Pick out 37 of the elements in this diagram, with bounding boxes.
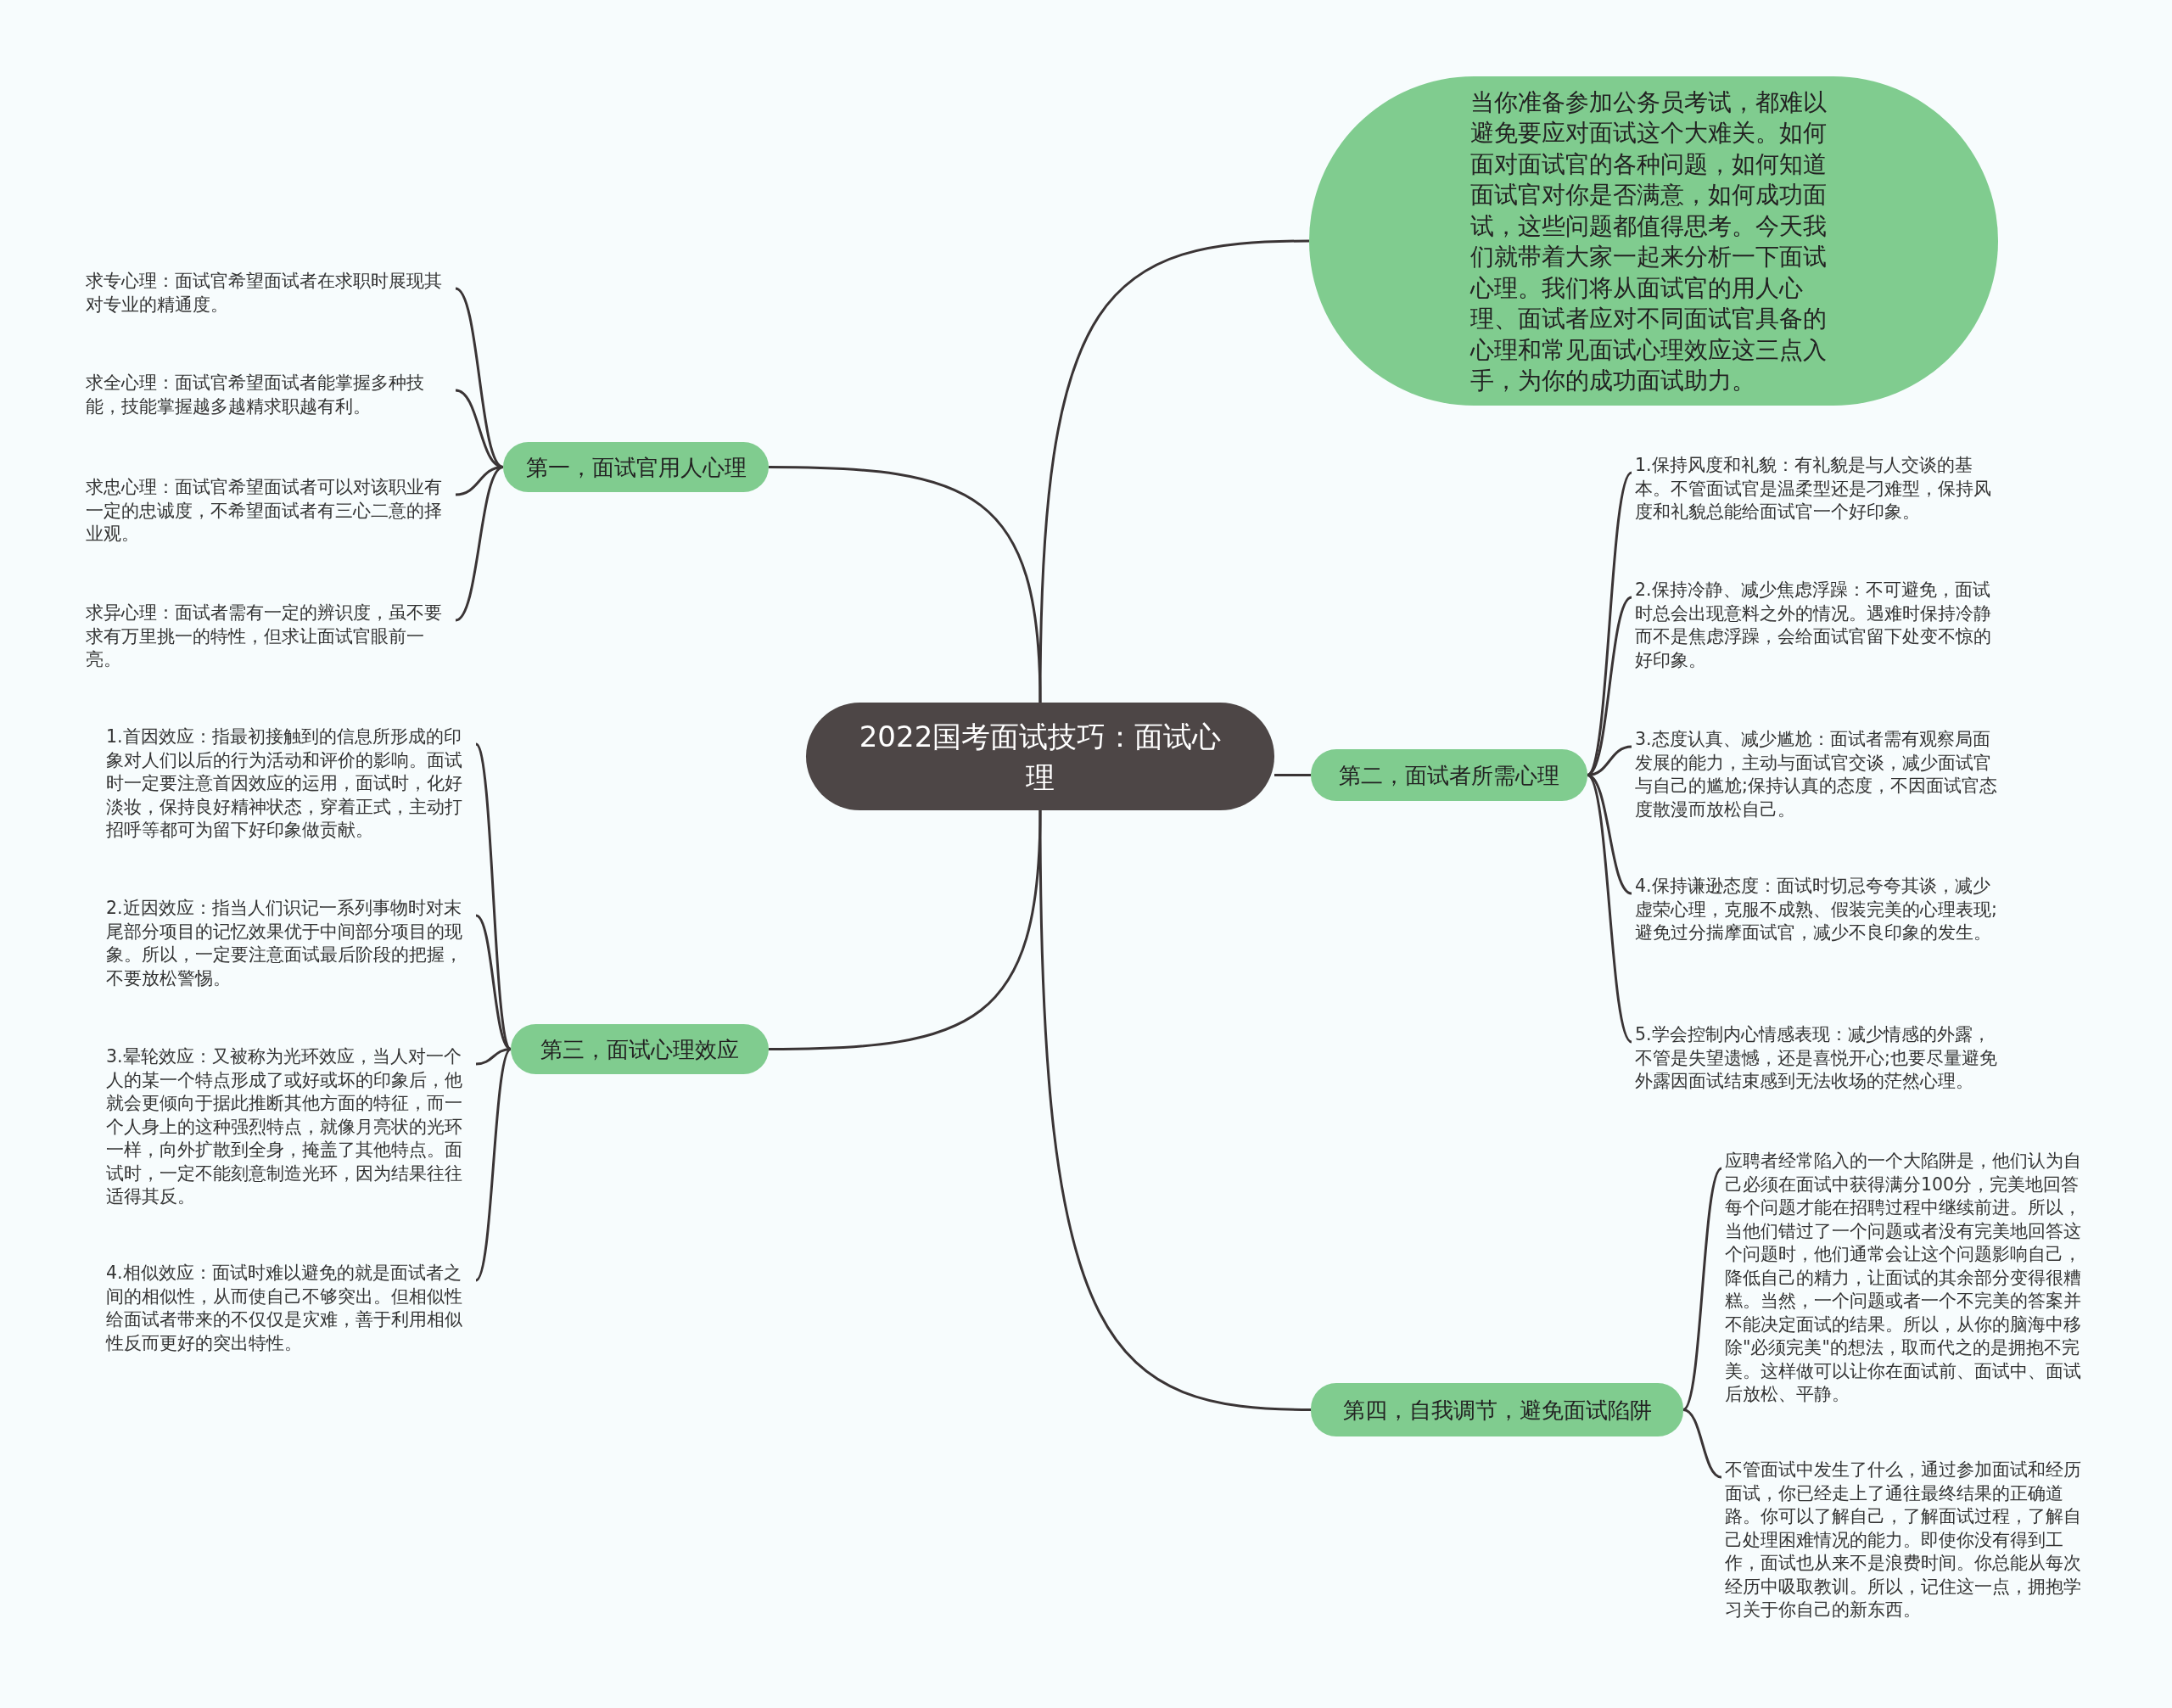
connector-line	[474, 1048, 512, 1281]
connector-line	[1587, 774, 1632, 895]
note-text: 1.保持风度和礼貌：有礼貌是与人交谈的基本。不管面试官是温柔型还是刁难型，保持风度和礼貌总能给面试官一个好印象。	[1635, 454, 2001, 524]
connector-line	[1038, 810, 1312, 1411]
connector-line	[769, 466, 1042, 703]
connector-line	[474, 743, 512, 1050]
connector-line	[1586, 774, 1633, 1044]
connector-line	[475, 914, 512, 1050]
connector-line	[1682, 1408, 1722, 1479]
note-text: 求忠心理：面试官希望面试者可以对该职业有一定的忠诚度，不希望面试者有三心二意的择业观。	[86, 476, 452, 546]
note-text: 1.首因效应：指最初接触到的信息所形成的印象对人们以后的行为活动和评价的影响。面试时一定要注意首因效应的运用，面试时，化好淡妆，保持良好精神状态，穿着正式，主动打招呼等都可为留下好印象做贡献。	[106, 725, 473, 843]
connector-line	[769, 809, 1042, 1050]
connector-line	[455, 389, 504, 468]
note-text: 不管面试中发生了什么，通过参加面试和经历面试，你已经走上了通往最终结果的正确道路。你可以了解自己，了解面试过程，了解自己处理困难情况的能力。即使你没有得到工作，面试也从来不是浪费时间。你总能从每次经历中吸取教训。所以，记住这一点，拥抱学习关于你自己的新东西。	[1725, 1459, 2091, 1622]
central-topic: 2022国考面试技巧：面试心理	[806, 703, 1274, 810]
note-text: 4.保持谦逊态度：面试时切忌夸夸其谈，减少虚荣心理，克服不成熟、假装完美的心理表现;避免过分揣摩面试官，减少不良印象的发生。	[1635, 875, 2001, 945]
note-text: 3.态度认真、减少尴尬：面试者需有观察局面发展的能力，主动与面试官交谈，减少面试官与自己的尴尬;保持认真的态度，不因面试官态度散漫而放松自己。	[1635, 728, 2001, 821]
note-text: 4.相似效应：面试时难以避免的就是面试者之间的相似性，从而使自己不够突出。但相似性给面试者带来的不仅仅是灾难，善于利用相似性反而更好的突出特性。	[106, 1262, 473, 1355]
note-text: 求专心理：面试官希望面试者在求职时展现其对专业的精通度。	[86, 270, 452, 316]
note-text: 2.近因效应：指当人们识记一系列事物时对末尾部分项目的记忆效果优于中间部分项目的现象。所以，一定要注意面试最后阶段的把握，不要放松警惕。	[106, 897, 473, 990]
branch-topic: 第一，面试官用人心理	[503, 442, 769, 492]
branch-topic: 第四，自我调节，避免面试陷阱	[1311, 1383, 1683, 1436]
note-text: 5.学会控制内心情感表现：减少情感的外露，不管是失望遗憾，还是喜悦开心;也要尽量避免外露因面试结束感到无法收场的茫然心理。	[1635, 1023, 2001, 1094]
connector-line	[455, 466, 504, 622]
note-text: 3.晕轮效应：又被称为光环效应，当人对一个人的某一个特点形成了或好或坏的印象后，他就会更倾向于据此推断其他方面的特征，而一个人身上的这种强烈特点，就像月亮状的光环一样，向外扩散到全身，掩盖了其他特点。面试时，一定不能刻意制造光环，因为结果往往适得其反。	[106, 1045, 473, 1209]
note-text: 2.保持冷静、减少焦虑浮躁：不可避免，面试时总会出现意料之外的情况。遇难时保持冷静而不是焦虑浮躁，会给面试官留下处变不惊的好印象。	[1635, 579, 2001, 672]
branch-topic: 第二，面试者所需心理	[1311, 749, 1587, 801]
note-text: 求全心理：面试官希望面试者能掌握多种技能，技能掌握越多越精求职越有利。	[86, 372, 452, 418]
note-text: 应聘者经常陷入的一个大陷阱是，他们认为自己必须在面试中获得满分100分，完美地回答每个问题才能在招聘过程中继续前进。所以，当他们错过了一个问题或者没有完美地回答这个问题时，他们通常会让这个问题影响自己，降低自己的精力，让面试的其余部分变得很糟糕。当然，一个问题或者一个不完美的答案并不能决定面试的结果。所以，从你的脑海中移除"必须完美"的想法，取而代之的是拥抱不完美。这样做可以让你在面试前、面试中、面试后放松、平静。	[1725, 1150, 2091, 1407]
connector-line	[1682, 1168, 1723, 1411]
connector-line	[1274, 774, 1311, 776]
connector-line	[1587, 596, 1632, 776]
intro-bubble: 当你准备参加公务员考试，都难以避免要应对面试这个大难关。如何面对面试官的各种问题，如何知道面试官对你是否满意，如何成功面试，这些问题都值得思考。今天我们就带着大家一起来分析一下面试心理。我们将从面试官的用人心理、面试者应对不同面试官具备的心理和常见面试心理效应这三点入手，为你的成功面试助力。	[1309, 76, 1998, 406]
connector-line	[475, 1048, 512, 1066]
connector-line	[1586, 472, 1633, 776]
note-text: 求异心理：面试者需有一定的辨识度，虽不要求有万里挑一的特性，但求让面试官眼前一亮。	[86, 602, 452, 672]
branch-topic: 第三，面试心理效应	[511, 1024, 769, 1074]
